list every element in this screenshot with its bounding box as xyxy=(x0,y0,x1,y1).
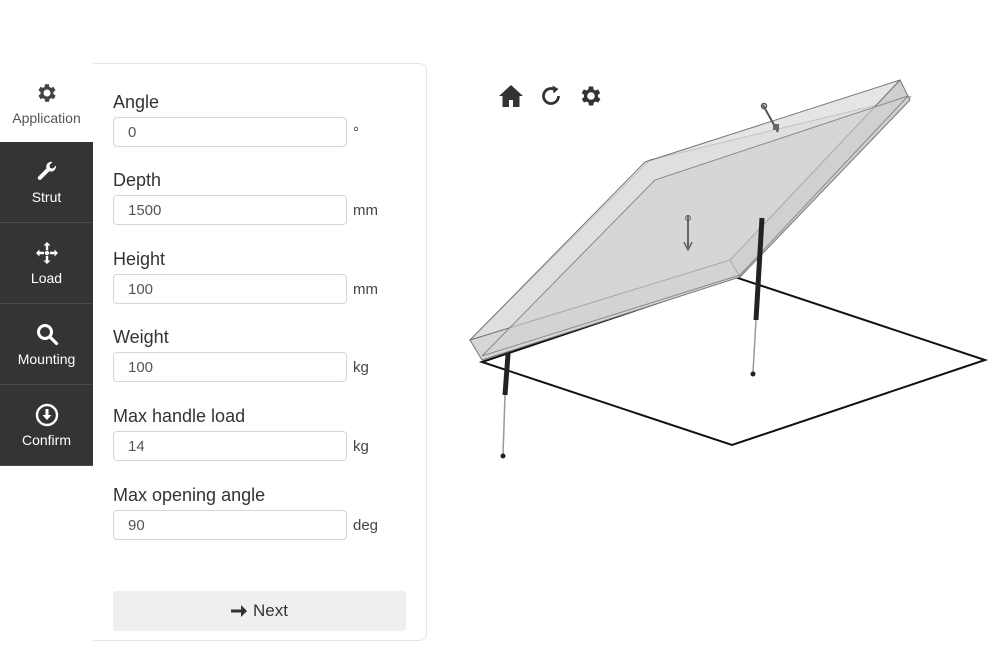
handle xyxy=(760,102,779,133)
angle-input[interactable] xyxy=(113,117,347,147)
field-label: Depth xyxy=(113,170,162,190)
nav-item-load[interactable]: Load xyxy=(0,223,93,304)
arrow-right-icon xyxy=(231,604,248,618)
nav-item-label: Application xyxy=(12,109,81,126)
search-icon xyxy=(34,321,60,347)
unit-label: mm xyxy=(353,280,378,298)
unit-label: deg xyxy=(353,516,379,534)
unit-label: mm xyxy=(353,201,378,219)
move-icon xyxy=(34,240,60,266)
strut-right xyxy=(750,217,765,377)
gear-icon xyxy=(34,80,60,106)
weight-field: Weight kg xyxy=(113,326,369,382)
application-form-panel: Angle ° Depth mm Height mm Weight kg Max… xyxy=(93,63,427,641)
nav-item-strut[interactable]: Strut xyxy=(0,142,93,223)
nav-item-label: Load xyxy=(30,270,63,286)
nav-item-mounting[interactable]: Mounting xyxy=(0,304,93,385)
wrench-icon xyxy=(34,159,60,185)
nav-item-label: Mounting xyxy=(17,351,76,367)
max-handle-load-input[interactable] xyxy=(113,431,347,461)
weight-input[interactable] xyxy=(113,352,347,382)
field-label: Max opening angle xyxy=(113,485,266,505)
download-circle-icon xyxy=(34,402,60,428)
max-opening-angle-input[interactable] xyxy=(113,510,347,540)
nav-item-confirm[interactable]: Confirm xyxy=(0,385,93,466)
next-button-label: Next xyxy=(253,601,288,620)
field-label: Max handle load xyxy=(113,406,246,426)
unit-label: kg xyxy=(353,437,369,455)
hatch-3d-view[interactable] xyxy=(460,60,1002,500)
nav-item-label: Confirm xyxy=(21,432,71,448)
max-handle-load-field: Max handle load kg xyxy=(113,405,369,461)
unit-label: ° xyxy=(353,123,359,141)
height-field: Height mm xyxy=(113,248,378,304)
field-label: Angle xyxy=(113,92,160,112)
depth-input[interactable] xyxy=(113,195,347,225)
nav-item-label: Strut xyxy=(31,189,62,205)
field-label: Weight xyxy=(113,327,169,347)
load-arrow xyxy=(683,215,693,252)
lid-inner xyxy=(481,95,909,357)
unit-label: kg xyxy=(353,358,369,376)
home-icon[interactable] xyxy=(497,82,525,110)
max-opening-angle-field: Max opening angle deg xyxy=(113,484,378,540)
next-button[interactable]: Next xyxy=(113,591,406,631)
settings-icon[interactable] xyxy=(577,82,605,110)
depth-field: Depth mm xyxy=(113,169,378,225)
angle-field: Angle ° xyxy=(113,91,359,147)
viewer-toolbar xyxy=(497,82,605,110)
side-nav: Application Strut Load Mounting Confirm xyxy=(0,63,93,466)
nav-item-application[interactable]: Application xyxy=(0,63,93,142)
height-input[interactable] xyxy=(113,274,347,304)
reset-icon[interactable] xyxy=(537,82,565,110)
field-label: Height xyxy=(113,249,166,269)
